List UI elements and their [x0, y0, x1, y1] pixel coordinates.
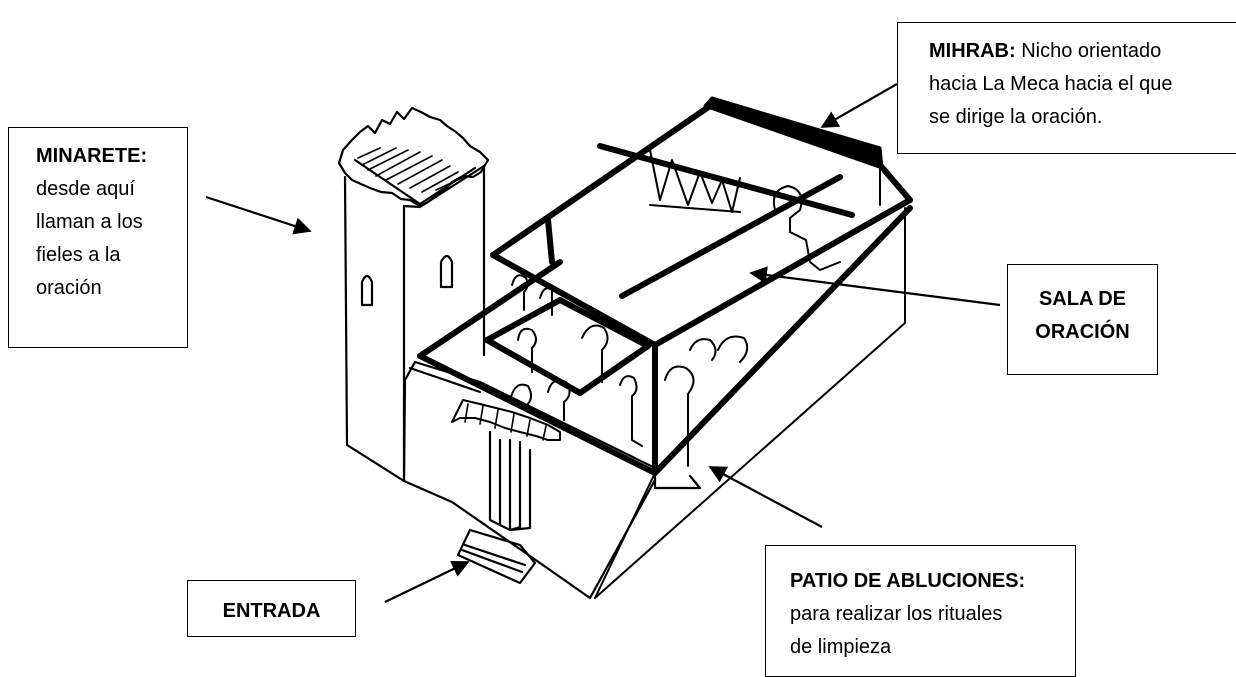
- label-mihrab-line-1: Nicho orientado: [1015, 40, 1162, 62]
- patio-beam-left: [417, 259, 563, 359]
- patio-arcades: [509, 274, 749, 467]
- entrance-arch-voussoirs: [464, 403, 547, 441]
- hall-roof-black: [703, 96, 884, 170]
- minaret-window-left: [360, 274, 374, 307]
- hall-diagonal-1: [597, 143, 855, 218]
- mosque-drawing: [337, 96, 913, 600]
- minaret-top-crease: [353, 158, 422, 206]
- arch-7: [664, 365, 695, 467]
- outer-front-bottom: [594, 322, 906, 599]
- patio-beam-outer: [652, 205, 913, 476]
- entrance-wall: [402, 360, 702, 600]
- label-sala-line-2: ORACIÓN: [1035, 321, 1130, 343]
- front-wall-top: [408, 366, 482, 394]
- patio-beam-front: [417, 353, 658, 476]
- prayer-hall-frame: [417, 96, 913, 476]
- label-patio-de-abluciones: PATIO DE ABLUCIONES: para realizar los r…: [765, 545, 1076, 677]
- hall-diagonal-2: [619, 174, 843, 299]
- arch-8: [689, 338, 717, 361]
- arch-9: [717, 335, 749, 363]
- inner-court-front: [484, 337, 583, 396]
- minaret-left-face: [343, 175, 406, 483]
- arch-4: [509, 383, 532, 411]
- minaret-right-face: [402, 164, 486, 357]
- label-minarete-line-3: fieles a la: [36, 244, 121, 266]
- minaret-tower: [337, 106, 490, 483]
- front-wall: [402, 360, 702, 490]
- arrows: [205, 83, 1001, 603]
- label-sala-de-oracion: SALA DE ORACIÓN: [1007, 264, 1158, 375]
- arch-5: [547, 379, 571, 421]
- arrow-minarete: [205, 195, 312, 235]
- entrance-steps: [456, 528, 537, 585]
- label-entrada: ENTRADA: [187, 580, 356, 637]
- label-sala-line-1: SALA DE: [1038, 288, 1127, 310]
- label-minarete-line-4: oración: [36, 277, 102, 299]
- mihrab-wall-base: [649, 204, 741, 213]
- mihrab-wall: [649, 149, 906, 321]
- arrow-sala: [749, 266, 1001, 307]
- entrance-arch-lintel: [451, 399, 561, 441]
- entrance-doorway: [488, 430, 532, 532]
- inner-court-right: [577, 343, 651, 396]
- label-minarete-line-2: llaman a los: [36, 211, 143, 233]
- label-minarete: MINARETE: desde aquí llaman a los fieles…: [8, 127, 188, 348]
- label-minarete-title: MINARETE:: [36, 145, 148, 167]
- arrow-mihrab: [820, 83, 898, 128]
- label-entrada-text: ENTRADA: [222, 600, 321, 622]
- label-mihrab: MIHRAB: Nicho orientado hacia La Meca ha…: [897, 22, 1236, 154]
- arrow-entrada: [384, 560, 470, 603]
- arch-6: [619, 375, 643, 447]
- inner-court-left: [484, 297, 563, 343]
- label-patio-title: PATIO DE ABLUCIONES:: [790, 570, 1026, 592]
- hall-beam-right: [652, 197, 913, 348]
- label-mihrab-line-3: se dirige la oración.: [929, 106, 1103, 128]
- mihrab-niche-triangles: [649, 149, 741, 213]
- label-patio-line-2: de limpieza: [790, 636, 892, 658]
- outer-walls: [594, 207, 906, 599]
- label-patio-line-1: para realizar los rituales: [790, 603, 1003, 625]
- hall-beam-back: [877, 162, 913, 203]
- arch-3: [581, 324, 609, 383]
- hall-side-beam: [545, 217, 555, 265]
- minaret-top-crenellation: [337, 106, 490, 208]
- arrow-patio: [708, 466, 823, 528]
- arch-1: [511, 274, 553, 316]
- label-mihrab-line-2: hacia La Meca hacia el que: [929, 73, 1173, 95]
- label-mihrab-title: MIHRAB:: [929, 40, 1016, 62]
- inner-court-back: [557, 297, 651, 349]
- front-wall-bottom: [402, 478, 657, 600]
- label-minarete-line-1: desde aquí: [36, 178, 135, 200]
- hall-beam-left: [490, 252, 658, 348]
- arch-2: [517, 327, 537, 373]
- outer-left-wall: [594, 472, 656, 599]
- minaret-window-right: [439, 254, 454, 289]
- minaret-top-crease-2: [418, 166, 477, 206]
- mihrab-arch: [772, 185, 841, 271]
